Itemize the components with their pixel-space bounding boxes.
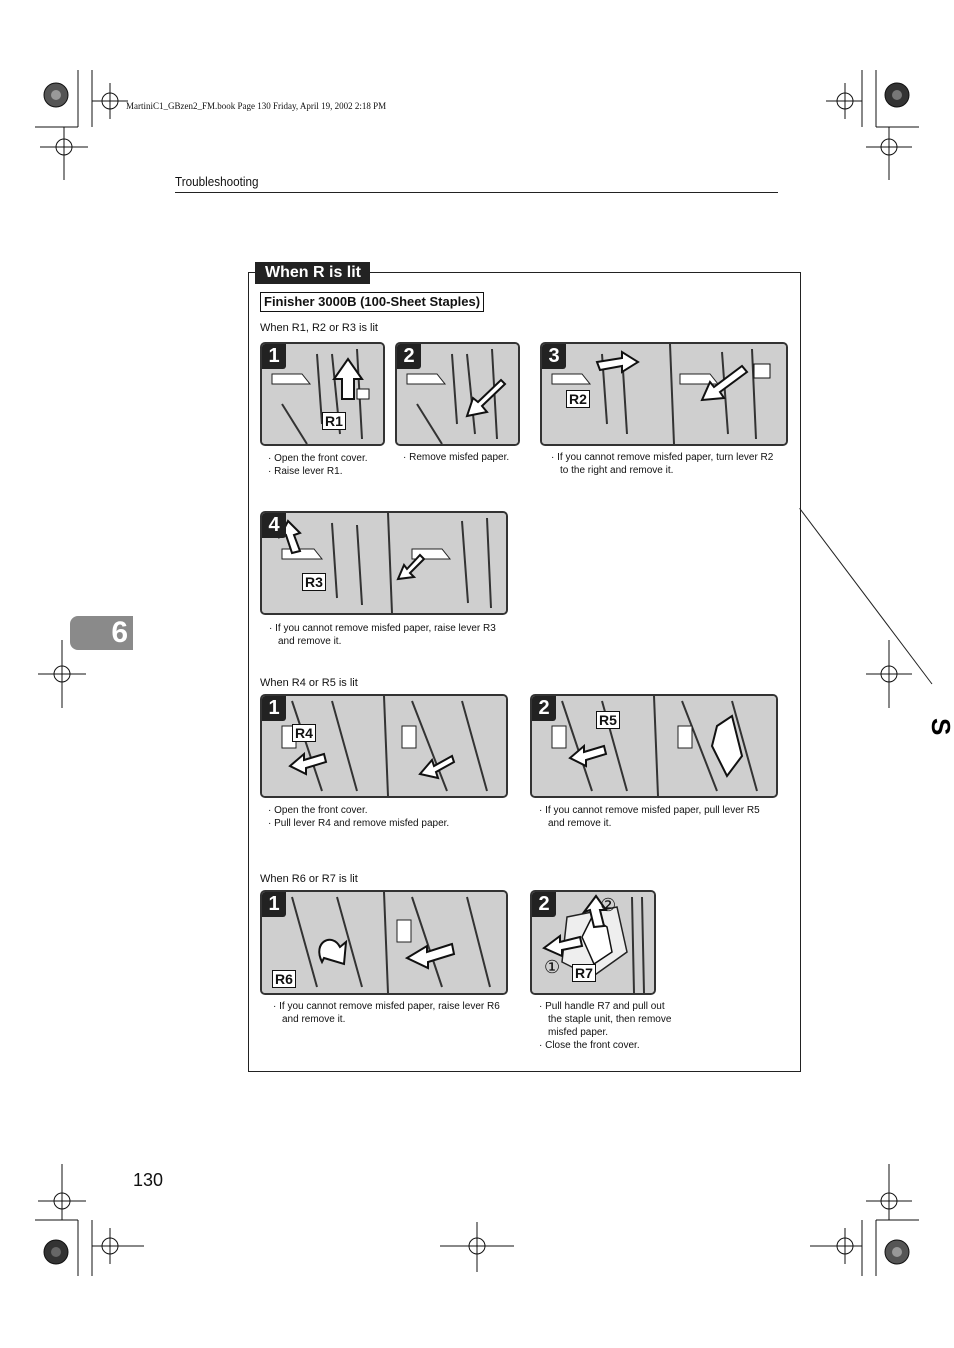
- lever-label: R4: [292, 724, 316, 742]
- step-number: 2: [532, 696, 556, 721]
- machine-illustration: [532, 696, 776, 796]
- machine-illustration: [262, 513, 506, 613]
- step-illustration: 4 R3: [260, 511, 508, 615]
- step-number: 1: [262, 344, 286, 369]
- step-number: 1: [262, 892, 286, 917]
- step-number: 1: [262, 696, 286, 721]
- chapter-tab[interactable]: 6: [70, 616, 133, 650]
- step-illustration: 3 R2: [540, 342, 788, 446]
- lever-label: R6: [272, 970, 296, 988]
- step-illustration: 1 R4: [260, 694, 508, 798]
- group-heading-r4-r5: When R4 or R5 is lit: [260, 677, 358, 689]
- step-notes: · If you cannot remove misfed paper, pul…: [539, 805, 760, 829]
- subsection-title: Finisher 3000B (100-Sheet Staples): [260, 292, 485, 312]
- step-notes: · Remove misfed paper.: [403, 452, 510, 463]
- machine-illustration: [262, 696, 506, 796]
- lever-label: R2: [566, 390, 590, 408]
- page-number: 130: [133, 1170, 164, 1190]
- step-illustration: 1 R6: [260, 890, 508, 995]
- step-notes: · Open the front cover. · Raise lever R1…: [268, 453, 368, 477]
- lever-label: R1: [322, 412, 346, 430]
- callout-2: ②: [600, 895, 617, 915]
- machine-illustration: [262, 892, 506, 993]
- group-heading-r6-r7: When R6 or R7 is lit: [260, 873, 358, 885]
- step-illustration: 1 R1: [260, 342, 385, 446]
- group-heading-r1-r3: When R1, R2 or R3 is lit: [260, 322, 378, 334]
- step-notes: · If you cannot remove misfed paper, tur…: [551, 452, 774, 476]
- lever-label: R3: [302, 573, 326, 591]
- step-notes: · If you cannot remove misfed paper, rai…: [273, 1001, 500, 1025]
- step-illustration: 2 R5: [530, 694, 778, 798]
- lever-label: R5: [596, 711, 620, 729]
- chapter-number: 6: [111, 616, 128, 649]
- step-number: 2: [397, 344, 421, 369]
- step-illustration: 2: [395, 342, 520, 446]
- content-frame: [248, 272, 801, 1072]
- step-number: 3: [542, 344, 566, 369]
- step-number: 4: [262, 513, 286, 538]
- step-notes: · Pull handle R7 and pull out the staple…: [539, 1001, 672, 1051]
- step-number: 2: [532, 892, 556, 917]
- handle-label: R7: [572, 964, 596, 982]
- running-head: Troubleshooting: [175, 174, 259, 189]
- svg-text:S: S: [926, 718, 954, 735]
- step-notes: · Open the front cover. · Pull lever R4 …: [268, 805, 450, 829]
- callout-1: ①: [544, 957, 561, 977]
- header-rule: [175, 192, 778, 193]
- print-metadata: MartiniC1_GBzen2_FM.book Page 130 Friday…: [126, 101, 387, 111]
- step-notes: · If you cannot remove misfed paper, rai…: [269, 623, 496, 647]
- section-title: When R is lit: [255, 262, 370, 285]
- step-illustration: 2 ② ① R7: [530, 890, 656, 995]
